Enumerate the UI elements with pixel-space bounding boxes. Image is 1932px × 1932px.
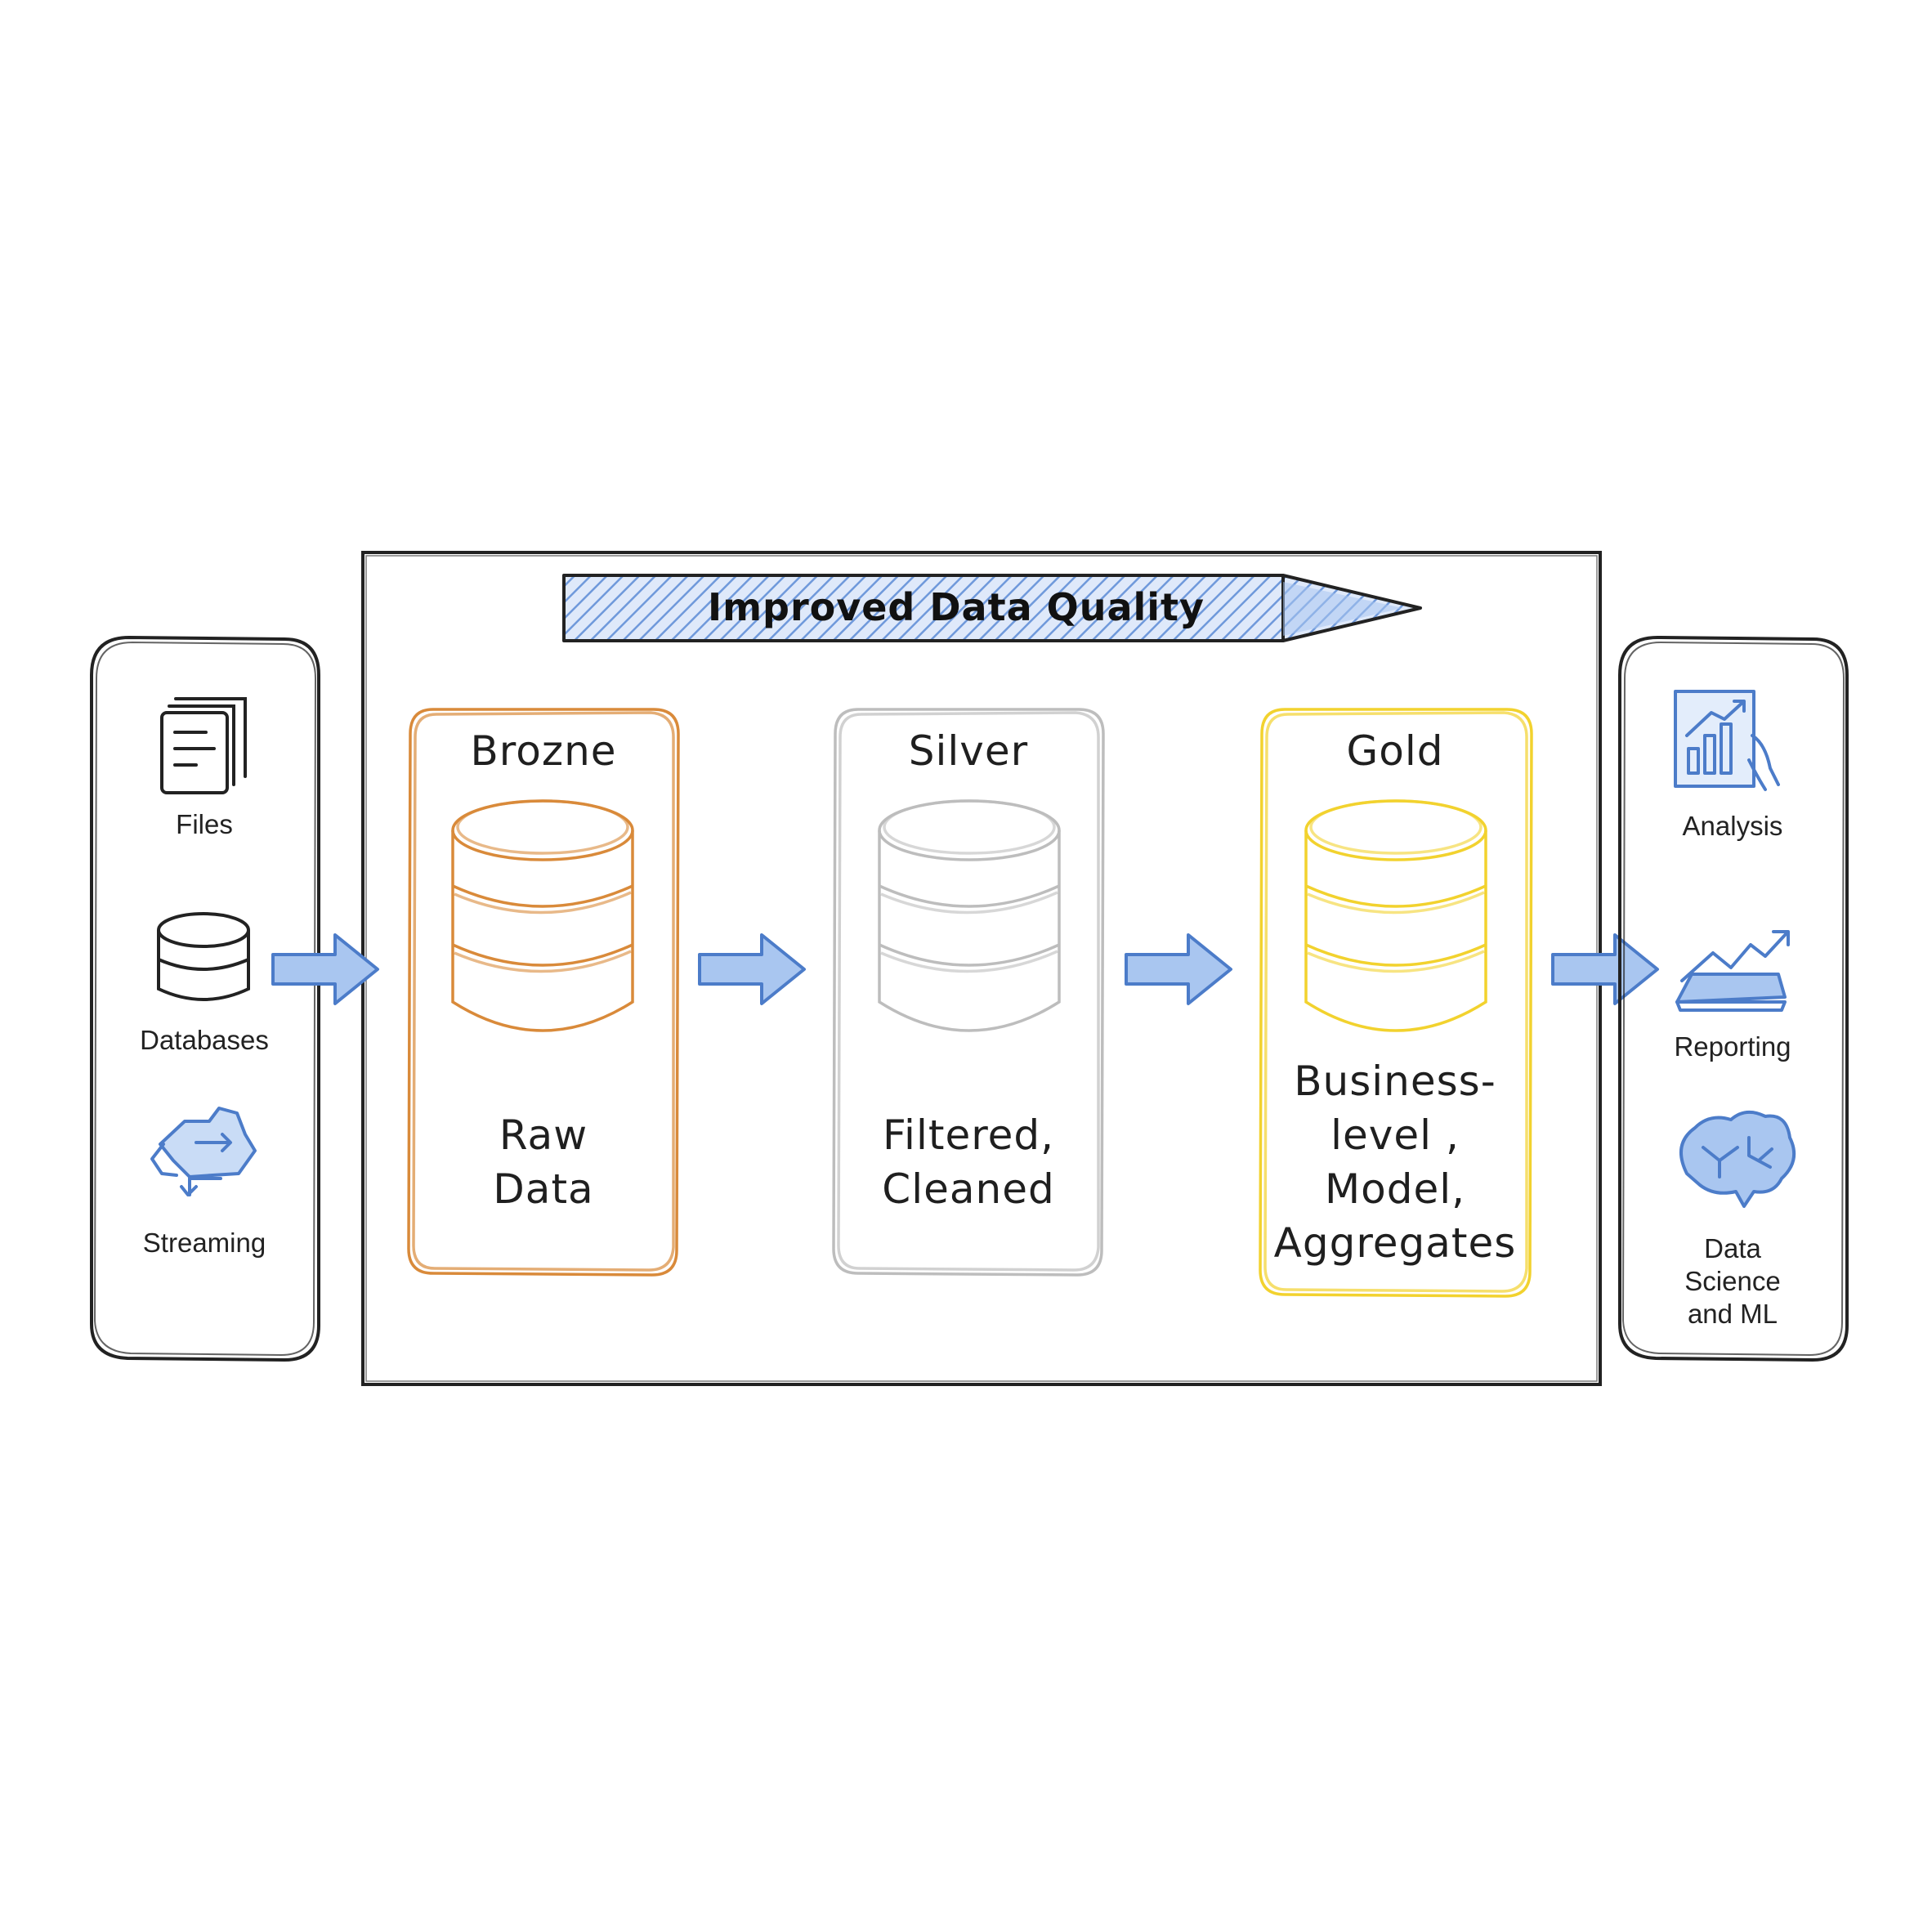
flow-arrow-gold-to-consumers [1551, 933, 1659, 1005]
bronze-card [407, 708, 680, 1277]
gold-card [1259, 708, 1533, 1298]
brain-circuit-icon [1679, 1110, 1796, 1208]
consumers-panel [1618, 635, 1849, 1362]
sources-panel [90, 635, 320, 1362]
analysis-chart-icon [1674, 690, 1780, 791]
gold-database-stack-icon [1304, 799, 1487, 1032]
improved-quality-banner [562, 574, 1422, 642]
cloud-sync-icon [150, 1107, 257, 1196]
reporting-trend-icon [1675, 930, 1790, 1012]
bronze-database-stack-icon [451, 799, 634, 1032]
lakehouse-frame [361, 551, 1602, 1386]
flow-arrow-bronze-to-silver [698, 933, 806, 1005]
flow-arrow-silver-to-gold [1125, 933, 1232, 1005]
files-icon [160, 697, 247, 794]
silver-card [832, 708, 1105, 1277]
silver-database-stack-icon [878, 799, 1061, 1032]
flow-arrow-sources-to-bronze [271, 933, 379, 1005]
database-icon [157, 912, 250, 1001]
